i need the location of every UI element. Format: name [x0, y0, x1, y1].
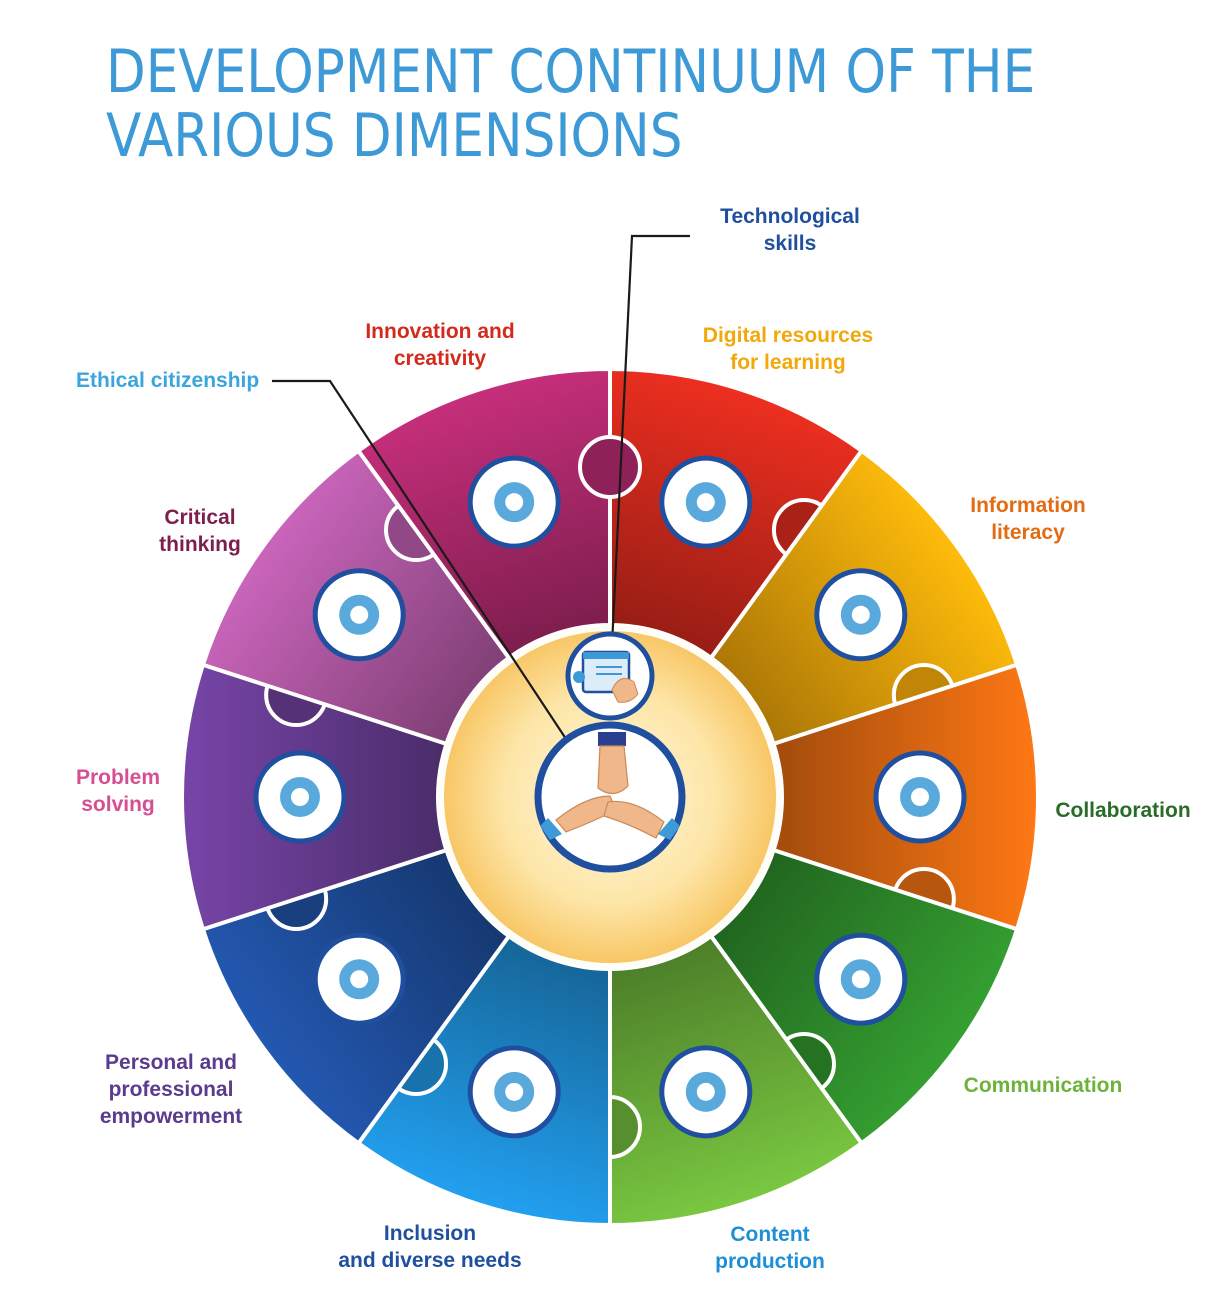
label-technological-skills: Technological skills [720, 205, 860, 255]
brain-icon [467, 455, 561, 549]
cycle-arrows-icon [312, 932, 406, 1026]
joined-hands-icon [534, 721, 686, 873]
lightbulb-icon [659, 455, 753, 549]
label-critical-thinking: Critical thinking [159, 506, 241, 556]
browser-touch-icon [565, 631, 655, 721]
title-line-1: DEVELOPMENT CONTINUUM OF THE [106, 37, 1036, 107]
title-line-2: VARIOUS DIMENSIONS [106, 101, 683, 171]
label-problem-solving: Problem solving [75, 766, 161, 816]
label-information-literacy: Information literacy [970, 494, 1086, 544]
label-communication: Communication [963, 1074, 1123, 1097]
icons-layer [253, 455, 967, 1139]
team-gear-icon [814, 932, 908, 1026]
label-innovation-creativity: Innovation and creativity [365, 320, 515, 370]
label-inclusion-diverse-needs: Inclusion and diverse needs [338, 1222, 522, 1272]
laptop-resources-icon [814, 568, 908, 662]
label-digital-resources: Digital resources for learning [702, 324, 874, 374]
label-content-production: Content production [715, 1223, 825, 1273]
page-title: DEVELOPMENT CONTINUUM OF THE VARIOUS DIM… [106, 40, 1035, 168]
chat-bubbles-icon [659, 1045, 753, 1139]
ethical-connector-line [272, 379, 571, 746]
video-monitor-icon [467, 1045, 561, 1139]
label-collaboration: Collaboration [1055, 799, 1191, 822]
puzzle-knob [578, 435, 642, 499]
cloud-network-icon [253, 750, 347, 844]
technological-connector-line [610, 234, 690, 646]
target-icon [312, 568, 406, 662]
label-personal-professional-empowerment: Personal and professional empowerment [99, 1051, 243, 1128]
search-document-icon [873, 750, 967, 844]
label-ethical-citizenship: Ethical citizenship [76, 369, 260, 392]
